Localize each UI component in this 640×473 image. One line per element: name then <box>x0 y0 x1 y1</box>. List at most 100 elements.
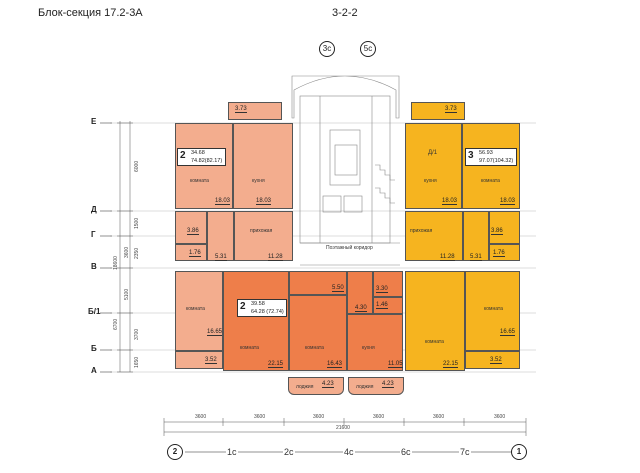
area-label: 18.03 <box>215 198 231 205</box>
dim-left-total: 18600 <box>113 256 119 270</box>
center-room-left <box>223 271 289 371</box>
dim-left-6: 3700 <box>134 328 140 340</box>
axis-a: А <box>91 366 97 375</box>
center-wc <box>373 297 403 314</box>
right-hall <box>405 211 463 261</box>
room-label: лоджия <box>356 384 374 390</box>
area-label: 5.31 <box>470 254 482 261</box>
area-label: 11.28 <box>440 254 455 261</box>
left-kitchen <box>233 123 293 209</box>
axis-2c-label: 2с <box>283 447 295 457</box>
area-label: 16.65 <box>500 329 516 336</box>
dim-left-5: 5100 <box>124 288 130 300</box>
room-label: комната <box>481 178 500 184</box>
area-label: 3.52 <box>490 357 502 364</box>
room-label: кухня <box>362 345 375 351</box>
area-label: 1.76 <box>189 250 201 257</box>
left-bath <box>175 211 207 244</box>
axis-3c-bubble: 3с <box>319 41 335 57</box>
room-label: кухня <box>252 178 265 184</box>
center-room <box>289 295 347 371</box>
room-label: комната <box>240 345 259 351</box>
dim-left-3: 3600 <box>124 246 130 258</box>
dim-left-4: 2350 <box>134 247 140 259</box>
axis-7c-label: 7с <box>459 447 471 457</box>
center-kitchen <box>347 314 403 371</box>
room-label: комната <box>425 339 444 345</box>
block-section-title: Блок-секция 17.2-3А <box>38 7 143 19</box>
dim-bottom-6: 3600 <box>494 414 506 420</box>
dim-bottom-5: 3600 <box>433 414 445 420</box>
area-label: 5.31 <box>215 254 227 261</box>
center-store <box>373 271 403 297</box>
area-label: 1.76 <box>493 250 505 257</box>
dim-bottom-2: 3600 <box>254 414 266 420</box>
area-label: 3.73 <box>235 106 247 113</box>
room-label: комната <box>190 178 209 184</box>
axis-e: Е <box>91 117 97 126</box>
axis-6c-label: 6с <box>400 447 412 457</box>
room-label: кухня <box>424 178 437 184</box>
area-label: 22.15 <box>268 361 284 368</box>
area-label: 4.23 <box>382 381 394 388</box>
right-bath <box>489 211 520 244</box>
area-label: 3.86 <box>187 228 199 235</box>
area-label: 3.86 <box>491 228 503 235</box>
dim-left-7: 1650 <box>134 356 140 368</box>
left-balcony-top <box>228 102 282 120</box>
dim-bottom-total: 21600 <box>336 425 350 431</box>
total-area: 97.07(104.32) <box>479 158 514 164</box>
left-apartment-badge: 2 34.68 74.82(82.17) <box>177 148 226 166</box>
area-label: 18.03 <box>500 198 516 205</box>
axis-b: Б <box>91 344 97 353</box>
right-kitchen <box>405 123 462 209</box>
left-room <box>175 123 233 209</box>
area-label: 4.30 <box>355 305 367 312</box>
area-label: 18.03 <box>442 198 458 205</box>
area-label: 22.15 <box>443 361 459 368</box>
living-area: 56.93 <box>479 150 493 156</box>
dim-bottom-4: 3600 <box>373 414 385 420</box>
rooms-count: 2 <box>240 301 246 312</box>
dim-left-8: 6700 <box>113 318 119 330</box>
right-apartment-badge: 3 56.93 97.07(104.32) <box>465 148 517 166</box>
rooms-count: 3 <box>468 150 474 161</box>
d1-label: Д/1 <box>428 150 438 156</box>
total-area: 64.28 (72.74) <box>251 309 284 315</box>
area-label: 5.50 <box>332 285 344 292</box>
right-balcony-bottom <box>465 351 520 369</box>
dim-left-2: 1500 <box>134 217 140 229</box>
room-label: комната <box>186 306 205 312</box>
corridor-label: Поэтажный коридор <box>326 245 373 251</box>
right-room-left <box>405 271 465 371</box>
section-code: 3-2-2 <box>332 7 358 19</box>
axis-v: В <box>91 262 97 271</box>
dim-left-1: 6000 <box>134 160 140 172</box>
axis-b1: Б/1 <box>88 307 101 316</box>
room-label: прихожая <box>410 228 433 234</box>
axis-1c-label: 1с <box>226 447 238 457</box>
left-balcony-bottom <box>175 351 223 369</box>
center-bath <box>347 271 373 314</box>
left-hall <box>234 211 293 261</box>
dim-bottom-3: 3600 <box>313 414 325 420</box>
area-label: 1.46 <box>376 302 388 309</box>
right-balcony-top <box>411 102 465 120</box>
dim-bottom-1: 3600 <box>195 414 207 420</box>
rooms-count: 2 <box>180 150 186 161</box>
axis-d: Д <box>91 205 97 214</box>
axis-2-bubble: 2 <box>167 444 183 460</box>
room-label: прихожая <box>250 228 273 234</box>
axis-4c-label: 4с <box>343 447 355 457</box>
center-loggia-2 <box>348 377 404 395</box>
area-label: 3.52 <box>205 357 217 364</box>
right-room <box>462 123 520 209</box>
left-closet <box>207 211 234 261</box>
axis-1-bubble: 1 <box>511 444 527 460</box>
living-area: 34.68 <box>191 150 205 156</box>
area-label: 18.03 <box>256 198 272 205</box>
area-label: 11.28 <box>268 254 283 261</box>
area-label: 16.65 <box>207 329 223 336</box>
center-loggia-1 <box>288 377 344 395</box>
